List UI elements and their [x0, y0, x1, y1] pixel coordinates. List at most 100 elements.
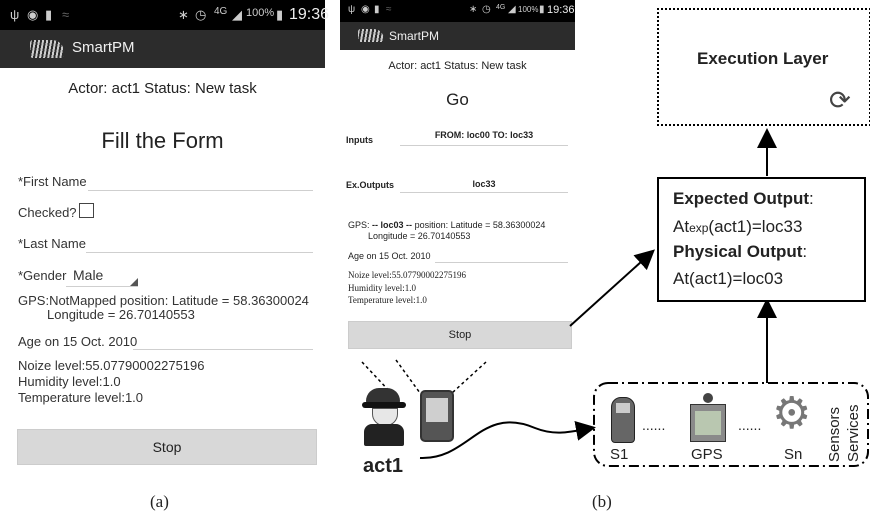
first-name-label: *First Name: [18, 174, 87, 189]
signal-trace-icon: ≈: [386, 4, 392, 15]
age-field[interactable]: [435, 262, 568, 263]
clock: 19:36: [547, 4, 575, 16]
actor-label: act1: [363, 455, 404, 477]
bluetooth-icon: ∗: [178, 7, 189, 22]
first-name-field[interactable]: [88, 190, 313, 191]
signal-trace-icon: ≈: [62, 7, 70, 22]
inputs-label: Inputs: [346, 135, 373, 145]
physical-output-heading: Physical Output:: [673, 242, 807, 262]
signal-icon: ◢: [508, 4, 516, 15]
app-bar: SmartPM: [340, 22, 575, 50]
signal-icon: ◢: [232, 7, 242, 22]
age-label: Age on 15 Oct. 2010: [18, 334, 138, 349]
temperature-level: Temperature level:1.0: [348, 295, 427, 305]
dots-separator: ......: [738, 417, 762, 433]
clock: 19:36: [289, 6, 330, 23]
cycle-arrows-icon: ⟳: [829, 85, 851, 115]
sd-card-icon: ▮: [45, 7, 53, 22]
inputs-field[interactable]: [400, 145, 568, 146]
dropdown-corner-icon: [130, 278, 138, 286]
expected-output-label: Expected Output: [673, 189, 810, 208]
sensor-sn-label: Sn: [784, 446, 803, 463]
location-icon: ◉: [27, 7, 39, 22]
signal-line: [451, 361, 487, 394]
checked-checkbox[interactable]: [79, 203, 94, 218]
signal-line: [395, 359, 421, 394]
sensor-gps-label: GPS: [691, 446, 723, 463]
phone-screen-a: ψ ◉ ▮ ≈ ∗ ◷ 4G ◢ 100% ▮ 19:36 SmartPM Ac…: [0, 0, 329, 480]
app-logo-icon: [30, 40, 64, 58]
expected-prefix: At: [673, 217, 690, 236]
stop-button[interactable]: Stop: [17, 429, 317, 465]
physical-output-value: At(act1)=loc03: [673, 269, 784, 288]
humidity-level: Humidity level:1.0: [348, 283, 416, 293]
expected-value: (act1)=loc33: [708, 217, 803, 236]
outputs-value: loc33: [472, 179, 496, 189]
noise-level: Noize level:55.07790002275196: [18, 358, 205, 373]
bluetooth-icon: ∗: [469, 4, 478, 15]
gps-location: -- loc03 --: [372, 220, 413, 230]
inputs-value: FROM: loc00 TO: loc33: [434, 130, 534, 140]
actor-status: Actor: act1 Status: New task: [388, 60, 527, 72]
status-bar: ψ ◉ ▮ ≈ ∗ ◷ 4G ◢ 100% ▮ 19:36: [0, 0, 329, 30]
gps-line1: GPS: -- loc03 -- position: Latitude = 58…: [348, 220, 545, 230]
firefighter-icon: [362, 388, 406, 448]
sensor-s1-label: S1: [610, 446, 629, 463]
caption-a: (a): [150, 492, 169, 511]
location-icon: ◉: [361, 4, 370, 15]
phone-screen-b: ψ ◉ ▮ ≈ ∗ ◷ 4G ◢ 100% ▮ 19:36 SmartPM Ac…: [340, 0, 575, 480]
usb-icon: ψ: [10, 7, 20, 22]
output-arrow: [569, 249, 655, 327]
last-name-field[interactable]: [86, 252, 313, 253]
checked-label: Checked?: [18, 205, 77, 220]
page-title: Go: [446, 90, 469, 109]
app-logo-icon: [358, 29, 384, 42]
gps-line1: GPS:NotMapped position: Latitude = 58.36…: [18, 293, 309, 308]
age-label: Age on 15 Oct. 2010: [348, 251, 431, 261]
actor-status: Actor: act1 Status: New task: [68, 80, 257, 97]
page-title: Fill the Form: [101, 128, 224, 153]
gender-value: Male: [73, 267, 104, 283]
alarm-icon: ◷: [482, 4, 491, 15]
status-bar: ψ ◉ ▮ ≈ ∗ ◷ 4G ◢ 100% ▮ 19:36: [340, 0, 575, 22]
last-name-label: *Last Name: [18, 236, 86, 251]
battery-icon: ▮: [276, 7, 284, 22]
expected-output-heading: Expected Output:: [673, 189, 814, 209]
physical-output-colon: :: [802, 242, 808, 261]
sensors-text: Sensors: [826, 406, 843, 462]
age-field[interactable]: [133, 349, 313, 350]
alarm-icon: ◷: [195, 7, 207, 22]
sensors-container: [593, 382, 869, 467]
gps-latitude: position: Latitude = 58.36300024: [414, 220, 546, 230]
execution-layer-box: Execution Layer ⟳: [657, 8, 870, 126]
gps-line2: Longitude = 26.70140553: [47, 307, 195, 322]
sd-card-icon: ▮: [374, 4, 380, 15]
execution-layer-title: Execution Layer: [697, 49, 829, 68]
expected-sub: exp: [689, 221, 709, 235]
smartphone-icon: [420, 390, 454, 442]
gps-prefix: GPS:: [348, 220, 370, 230]
sensor-device-icon: [611, 397, 635, 443]
battery-percent: 100%: [518, 5, 539, 14]
outputs-field[interactable]: [400, 192, 568, 193]
network-type: 4G: [496, 4, 506, 11]
expected-output-value: Atexp(act1)=loc33: [673, 217, 802, 237]
humidity-level: Humidity level:1.0: [18, 374, 121, 389]
gps-device-icon: [690, 393, 726, 442]
gps-line2: Longitude = 26.70140553: [368, 231, 471, 241]
output-comparison-box: Expected Output: Atexp(act1)=loc33 Physi…: [657, 177, 866, 302]
usb-icon: ψ: [348, 4, 356, 15]
battery-icon: ▮: [539, 4, 545, 15]
gender-label: *Gender: [18, 268, 67, 283]
caption-b: (b): [592, 492, 612, 511]
physical-output-label: Physical Output: [673, 242, 803, 261]
gear-icon: ⚙: [772, 389, 812, 438]
app-bar: SmartPM: [0, 30, 325, 68]
outputs-label: Ex.Outputs: [346, 180, 395, 190]
noise-level: Noize level:55.07790002275196: [348, 270, 466, 280]
gender-select[interactable]: Male: [66, 266, 138, 287]
battery-percent: 100%: [246, 7, 275, 19]
temperature-level: Temperature level:1.0: [18, 390, 144, 405]
stop-button[interactable]: Stop: [348, 321, 572, 349]
